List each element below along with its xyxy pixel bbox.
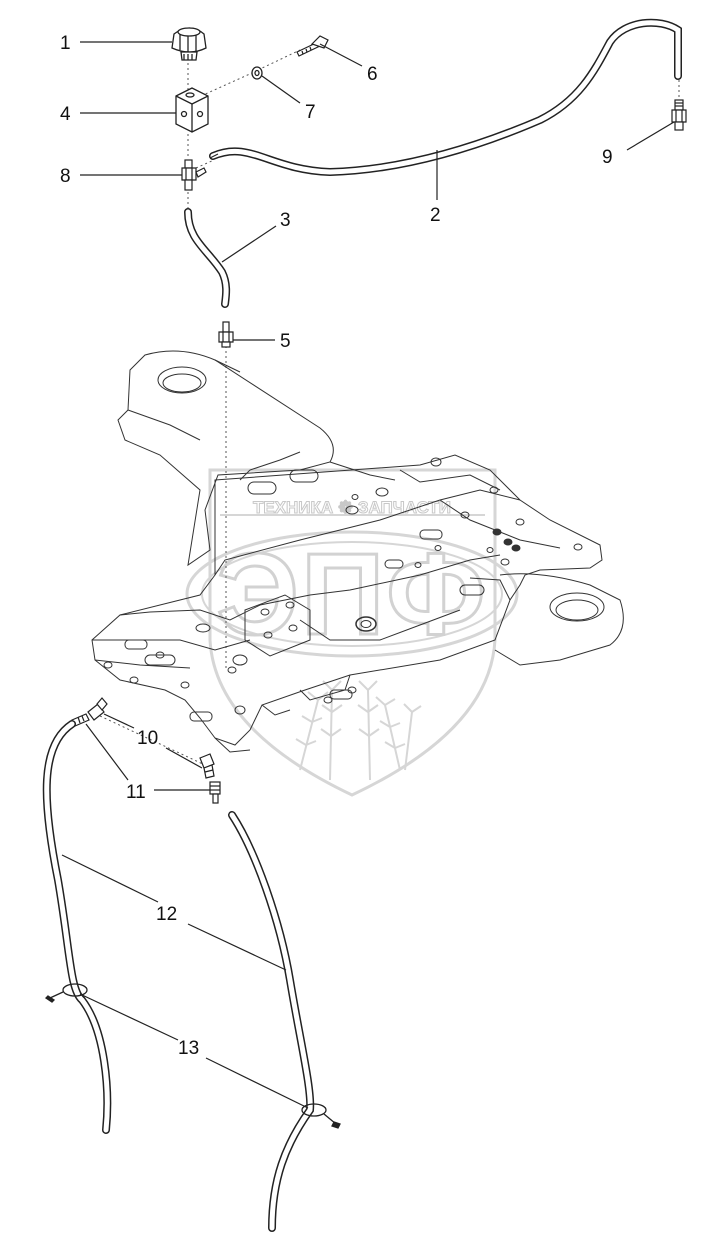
leader-10b — [165, 747, 203, 769]
drain-hoses-part — [42, 720, 315, 1232]
leader-lines — [61, 41, 675, 1109]
elbow-fitting-part-2 — [87, 697, 108, 721]
short-hose-part — [184, 208, 231, 308]
watermark-oval — [185, 530, 519, 658]
callout-6: 6 — [367, 64, 378, 85]
callout-13: 13 — [178, 1038, 199, 1059]
bolt-part — [296, 35, 329, 57]
leader-11a — [85, 723, 129, 781]
leader-12a — [61, 854, 159, 903]
callout-12: 12 — [156, 904, 177, 925]
straight-fitting-part — [209, 781, 221, 804]
block-fitting-part — [181, 159, 207, 191]
callout-9: 9 — [602, 147, 613, 168]
leader-7 — [261, 75, 301, 104]
hose-end-fitting-part — [671, 99, 687, 131]
callout-4: 4 — [60, 104, 71, 125]
watermark — [185, 468, 519, 797]
frame-fitting-part — [218, 321, 234, 348]
leader-10a — [103, 713, 135, 729]
callout-3: 3 — [280, 210, 291, 231]
washer-part — [251, 66, 263, 80]
callout-1: 1 — [60, 33, 71, 54]
block-part — [175, 87, 209, 133]
callout-8: 8 — [60, 166, 71, 187]
callout-7: 7 — [305, 102, 316, 123]
watermark-shield — [208, 468, 497, 797]
leader-6 — [319, 43, 363, 67]
callout-5: 5 — [280, 331, 291, 352]
watermark-wheat — [295, 680, 422, 781]
callout-2: 2 — [430, 205, 441, 226]
leader-3 — [221, 225, 277, 263]
callouts: 1 2 3 4 5 6 7 8 9 10 11 12 13 — [60, 33, 613, 1059]
leader-9 — [626, 121, 675, 151]
frame-chassis — [91, 350, 624, 753]
elbow-fitting-part — [199, 753, 215, 779]
leader-12b — [187, 923, 287, 971]
cable-ties-part — [44, 983, 341, 1129]
callout-10: 10 — [137, 728, 158, 749]
leader-13a — [79, 993, 179, 1041]
long-hose-part — [209, 18, 682, 177]
leader-13b — [205, 1057, 309, 1109]
callout-11: 11 — [126, 782, 146, 803]
cap-part — [171, 27, 207, 61]
watermark-logo-text: ЭПФ — [217, 529, 488, 659]
